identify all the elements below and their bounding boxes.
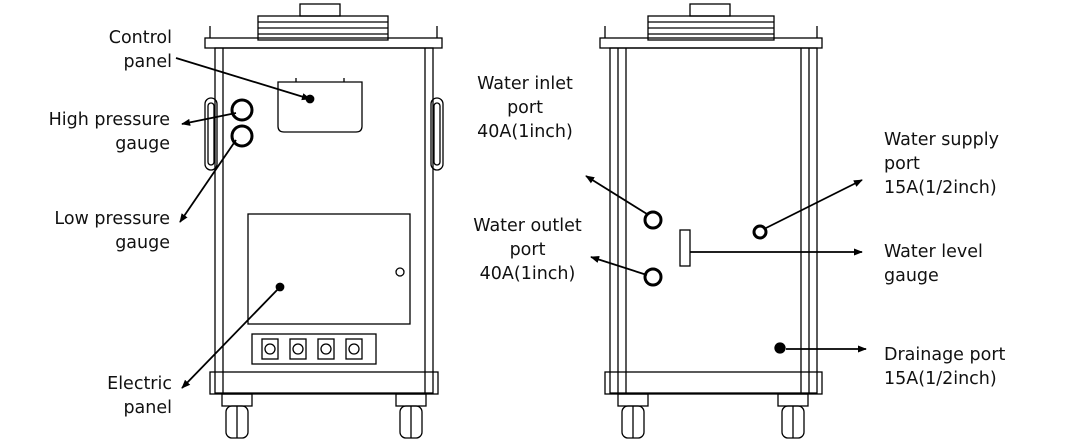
water-supply-leader bbox=[765, 179, 863, 229]
label-drainage-port: Drainage port 15A(1/2inch) bbox=[884, 345, 1006, 389]
label-high-pressure-gauge: High pressure gauge bbox=[48, 110, 170, 154]
water-inlet-port-fitting bbox=[643, 210, 663, 230]
electric-panel-door bbox=[247, 213, 411, 325]
label-electric-panel: Electric panel bbox=[107, 374, 172, 418]
water-outlet-leader bbox=[590, 256, 648, 276]
label-water-supply-port: Water supply port 15A(1/2inch) bbox=[884, 130, 999, 198]
label-control-panel: Control panel bbox=[108, 28, 172, 72]
label-low-pressure-gauge: Low pressure gauge bbox=[54, 209, 170, 253]
water-level-gauge-tube bbox=[679, 229, 691, 267]
label-water-inlet-port: Water inlet port 40A(1inch) bbox=[477, 74, 573, 142]
rear-body bbox=[609, 47, 818, 394]
front-unit bbox=[204, 3, 444, 439]
control-panel-window bbox=[277, 81, 363, 133]
water-outlet-port-fitting bbox=[643, 267, 663, 287]
water-inlet-leader bbox=[585, 175, 648, 215]
low-pressure-gauge-dial bbox=[230, 124, 254, 148]
front-right-handle bbox=[430, 97, 444, 171]
front-body bbox=[214, 47, 434, 394]
label-water-outlet-port: Water outlet port 40A(1inch) bbox=[473, 216, 582, 284]
high-pressure-leader bbox=[181, 112, 237, 126]
water-supply-port-fitting bbox=[752, 224, 768, 240]
high-pressure-gauge-dial bbox=[230, 98, 254, 122]
control-panel-leader bbox=[175, 57, 311, 101]
electric-panel-leader bbox=[181, 286, 281, 389]
low-pressure-leader bbox=[179, 139, 237, 223]
drainage-port-fitting bbox=[774, 342, 786, 354]
front-left-handle bbox=[204, 97, 218, 171]
connector-strip bbox=[251, 333, 377, 365]
label-water-level-gauge: Water level gauge bbox=[884, 242, 983, 286]
rear-unit bbox=[599, 3, 823, 439]
